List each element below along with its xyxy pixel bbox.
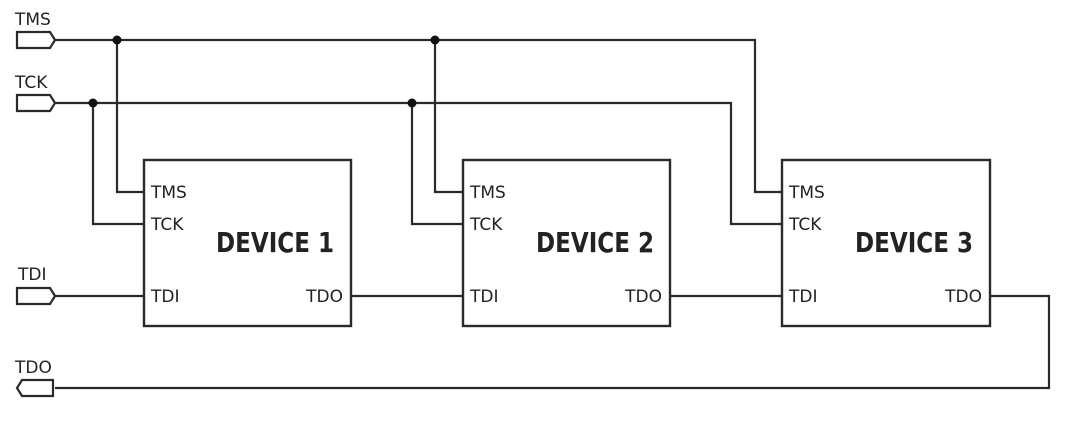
- tms-to-device-2: [433, 40, 463, 194]
- tck-to-device-2: [410, 103, 463, 226]
- port-tdi: TDI: [15, 265, 57, 306]
- device-3: TMS TCK TDI TDO DEVICE 3: [780, 158, 992, 328]
- port-tck: TCK: [14, 73, 57, 113]
- junction-dot: [112, 35, 122, 45]
- junction-dot: [407, 98, 417, 108]
- pin-tdi: TDI: [788, 287, 818, 307]
- pin-tdi: TDI: [469, 287, 499, 307]
- port-tms: TMS: [14, 10, 57, 50]
- device-2: TMS TCK TDI TDO DEVICE 2: [461, 158, 672, 328]
- tms-to-device-1: [115, 40, 144, 194]
- pin-tck: TCK: [150, 215, 184, 235]
- tck-to-device-1: [91, 103, 144, 226]
- device-1: TMS TCK TDI TDO DEVICE 1: [142, 158, 353, 328]
- pin-tck: TCK: [469, 215, 503, 235]
- pin-tdi: TDI: [150, 287, 180, 307]
- wires: [55, 35, 1051, 390]
- pin-tms: TMS: [469, 183, 506, 203]
- port-tdo: TDO: [14, 358, 55, 398]
- junction-dot: [88, 98, 98, 108]
- port-label-tdo: TDO: [14, 358, 52, 378]
- device-box: [142, 158, 353, 328]
- pin-tdo: TDO: [944, 287, 982, 307]
- input-port-icon: [15, 93, 57, 113]
- pin-tms: TMS: [788, 183, 825, 203]
- junction-dot: [430, 35, 440, 45]
- pin-tck: TCK: [788, 215, 822, 235]
- port-label-tms: TMS: [14, 10, 51, 30]
- tck-bus: [55, 101, 782, 226]
- device-box: [780, 158, 992, 328]
- device-name: DEVICE 1: [216, 226, 334, 259]
- device-name: DEVICE 3: [855, 226, 973, 259]
- pin-tms: TMS: [150, 183, 187, 203]
- device-box: [461, 158, 672, 328]
- input-port-icon: [15, 286, 57, 306]
- tdo-return-wire: [55, 294, 1051, 390]
- device-name: DEVICE 2: [536, 226, 654, 259]
- pin-tdo: TDO: [305, 287, 343, 307]
- pin-tdo: TDO: [624, 287, 662, 307]
- port-label-tck: TCK: [14, 73, 48, 93]
- tms-bus: [55, 38, 782, 194]
- input-port-icon: [15, 30, 57, 50]
- port-label-tdi: TDI: [17, 265, 47, 285]
- output-port-icon: [15, 378, 55, 398]
